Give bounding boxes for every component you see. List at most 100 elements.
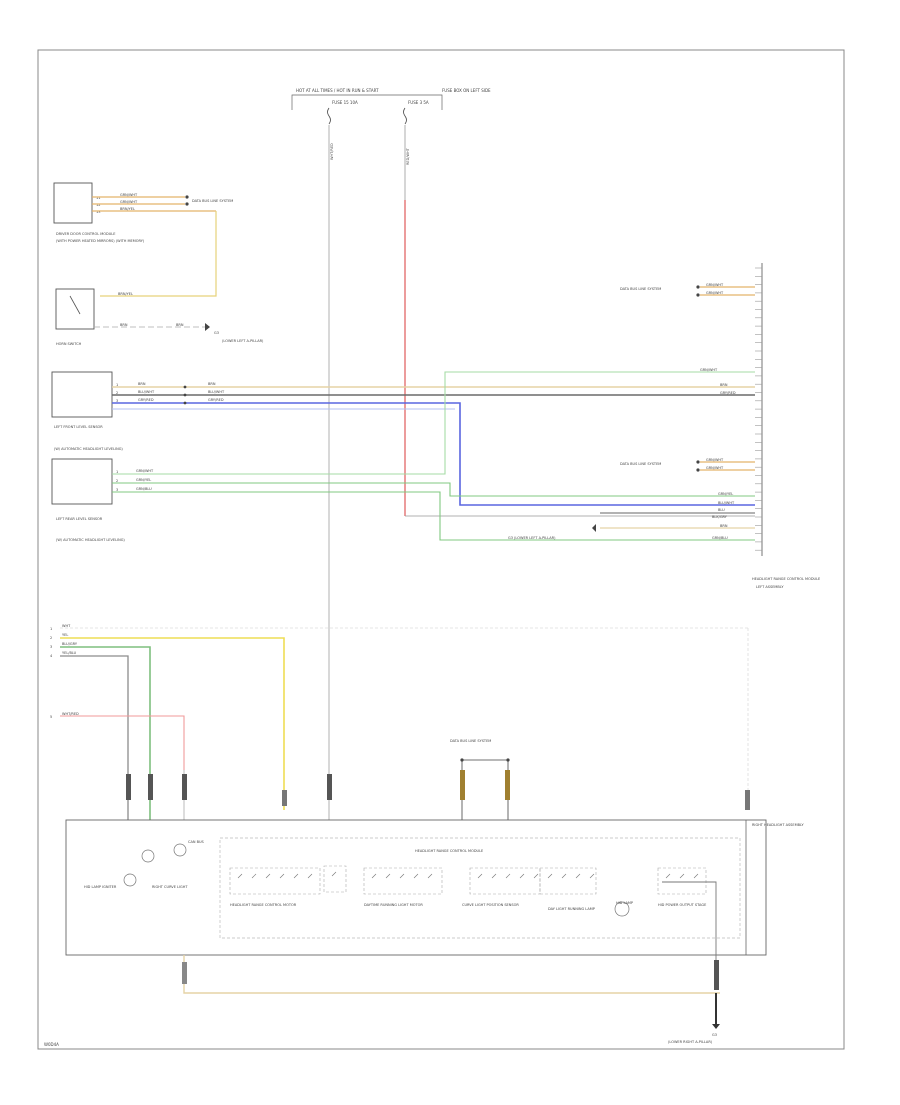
svg-text:1: 1 xyxy=(116,470,118,474)
svg-text:LEFT FRONT LEVEL SENSOR: LEFT FRONT LEVEL SENSOR xyxy=(54,425,103,429)
svg-text:GRN/WHT: GRN/WHT xyxy=(706,466,724,470)
svg-text:1: 1 xyxy=(116,383,118,387)
page-frame xyxy=(37,49,845,1050)
svg-text:GRN/YEL: GRN/YEL xyxy=(136,478,151,482)
svg-text:3: 3 xyxy=(116,399,118,403)
module-connector-stubs xyxy=(126,770,750,810)
bottom-module: RIGHT HEADLIGHT ASSEMBLY HEADLIGHT RANGE… xyxy=(65,819,805,990)
svg-text:BLU: BLU xyxy=(718,508,725,512)
svg-text:HORN SWITCH: HORN SWITCH xyxy=(56,342,82,346)
svg-text:GRY/RED: GRY/RED xyxy=(208,398,224,402)
wire-lf-blu xyxy=(112,402,755,506)
svg-text:HID POWER OUTPUT STAGE: HID POWER OUTPUT STAGE xyxy=(658,903,706,907)
sub-block-pin xyxy=(307,873,313,879)
svg-text:DRIVER DOOR CONTROL MODULE: DRIVER DOOR CONTROL MODULE xyxy=(56,232,115,236)
svg-text:GRN/WHT: GRN/WHT xyxy=(706,283,724,287)
svg-text:11: 11 xyxy=(96,196,100,200)
ground-stub-right xyxy=(714,960,719,990)
svg-text:GRN/WHT: GRN/WHT xyxy=(706,458,724,462)
wire-door-horn xyxy=(100,211,217,297)
svg-text:DATA BUS LINE SYSTEM: DATA BUS LINE SYSTEM xyxy=(620,462,661,466)
svg-text:BRN: BRN xyxy=(720,383,728,387)
svg-text:RIGHT HEADLIGHT ASSEMBLY: RIGHT HEADLIGHT ASSEMBLY xyxy=(752,823,805,827)
fuse-b-label: FUSE 3 5A xyxy=(408,100,429,105)
sub-block-pin xyxy=(371,873,377,879)
svg-text:12: 12 xyxy=(96,203,100,207)
svg-text:HEADLIGHT RANGE CONTROL MODULE: HEADLIGHT RANGE CONTROL MODULE xyxy=(752,577,820,581)
sub-block-pin xyxy=(561,873,567,879)
svg-text:DATA BUS LINE SYSTEM: DATA BUS LINE SYSTEM xyxy=(620,287,661,291)
sub-block-frame xyxy=(229,867,321,895)
wire-fuse-b: RED/WHT xyxy=(406,147,410,165)
sub-block-frame xyxy=(539,867,597,895)
wire-red xyxy=(60,715,185,770)
svg-text:BRN: BRN xyxy=(208,382,216,386)
svg-text:GRN/BLU: GRN/BLU xyxy=(712,536,728,540)
svg-text:(WITH POWER HEATED MIRRORS) (W: (WITH POWER HEATED MIRRORS) (WITH MEMORY… xyxy=(56,239,145,243)
ground-stub-left xyxy=(182,962,187,984)
svg-text:BLU/GRY: BLU/GRY xyxy=(62,642,78,646)
right-connector: GRN/WHT GRN/WHT DATA BUS LINE SYSTEM GRN… xyxy=(508,263,820,589)
sub-block-pin xyxy=(679,873,685,879)
svg-text:(LOWER LEFT A-PILLAR): (LOWER LEFT A-PILLAR) xyxy=(222,339,264,343)
svg-text:WHT/RED: WHT/RED xyxy=(62,712,79,716)
wire-lr-1 xyxy=(112,371,755,475)
sub-block-pin xyxy=(265,873,271,879)
sub-block-pin xyxy=(293,873,299,879)
svg-text:CURVE LIGHT POSITION SENSOR: CURVE LIGHT POSITION SENSOR xyxy=(462,903,519,907)
ground-symbol xyxy=(712,1024,720,1029)
top-fuse-label: HOT AT ALL TIMES / HOT IN RUN & START xyxy=(296,88,379,93)
sub-block-pin xyxy=(575,873,581,879)
sub-block-pin xyxy=(477,873,483,879)
sub-block-pin xyxy=(665,873,671,879)
svg-text:YEL: YEL xyxy=(62,633,68,637)
svg-text:3: 3 xyxy=(116,488,118,492)
svg-text:G3: G3 xyxy=(214,331,219,335)
svg-text:WHT: WHT xyxy=(62,624,71,628)
sub-block-pin xyxy=(413,873,419,879)
svg-text:GRN/WHT: GRN/WHT xyxy=(706,291,724,295)
wire-bottom-ground xyxy=(183,955,720,994)
svg-text:GRY/RED: GRY/RED xyxy=(138,398,154,402)
ground-label: G3 xyxy=(712,1033,717,1037)
sub-block-pin xyxy=(491,873,497,879)
sub-block-frame xyxy=(657,867,707,895)
horn-switch: BRN/YEL BRN BRN G3 (LOWER LEFT A-PILLAR)… xyxy=(55,288,264,346)
sub-block-pin xyxy=(533,873,539,879)
svg-text:BLU/WHT: BLU/WHT xyxy=(718,501,735,505)
svg-text:5: 5 xyxy=(50,715,52,719)
fuse-header: HOT AT ALL TIMES / HOT IN RUN & START FU… xyxy=(291,88,491,165)
wire-lr-2 xyxy=(112,482,755,497)
svg-text:HEADLIGHT RANGE CONTROL MODULE: HEADLIGHT RANGE CONTROL MODULE xyxy=(415,849,483,853)
svg-text:2: 2 xyxy=(116,479,118,483)
svg-text:G3 (LOWER LEFT A-PILLAR): G3 (LOWER LEFT A-PILLAR) xyxy=(508,536,556,540)
svg-text:(W/ AUTOMATIC HEADLIGHT LEVELI: (W/ AUTOMATIC HEADLIGHT LEVELING) xyxy=(54,447,123,451)
driver-door-module: 11 12 13 GRN/WHT GRN/WHT BRN/YEL DATA BU… xyxy=(53,182,233,243)
svg-text:GRY/RED: GRY/RED xyxy=(720,391,736,395)
svg-text:HEADLIGHT RANGE CONTROL MOTOR: HEADLIGHT RANGE CONTROL MOTOR xyxy=(230,903,297,907)
svg-text:GRN/WHT: GRN/WHT xyxy=(120,193,138,197)
svg-text:RIGHT CURVE LIGHT: RIGHT CURVE LIGHT xyxy=(152,885,188,889)
left-rear-level-sensor: 1 2 3 GRN/WHT GRN/YEL GRN/BLU LEFT REAR … xyxy=(51,458,154,542)
page-id: W0D4A xyxy=(44,1042,59,1047)
sub-block-pin xyxy=(399,873,405,879)
wire-yel xyxy=(60,637,285,810)
lower-harness: 1 2 3 4 5 WHT YEL BLU/GRY YEL/BLU WHT/RE… xyxy=(50,624,749,790)
svg-text:GRN/BLU: GRN/BLU xyxy=(136,487,152,491)
wire-yel-blu xyxy=(60,655,129,820)
wire-lr-3 xyxy=(112,491,755,541)
svg-text:(W/ AUTOMATIC HEADLIGHT LEVELI: (W/ AUTOMATIC HEADLIGHT LEVELING) xyxy=(56,538,125,542)
svg-text:BRN: BRN xyxy=(138,382,146,386)
svg-text:GRN/WHT: GRN/WHT xyxy=(136,469,154,473)
svg-text:4: 4 xyxy=(50,654,53,658)
fuse-b-symbol xyxy=(403,107,407,125)
svg-text:13: 13 xyxy=(96,210,100,214)
sub-block-pin xyxy=(589,873,595,879)
svg-text:DAY LIGHT RUNNING LAMP: DAY LIGHT RUNNING LAMP xyxy=(548,907,595,911)
sub-block-pin xyxy=(237,873,243,879)
sub-block-pin xyxy=(279,873,285,879)
svg-text:DATA BUS LINE SYSTEM: DATA BUS LINE SYSTEM xyxy=(192,199,233,203)
svg-text:1: 1 xyxy=(50,627,52,631)
fuse-a-label: FUSE 15 10A xyxy=(332,100,358,105)
